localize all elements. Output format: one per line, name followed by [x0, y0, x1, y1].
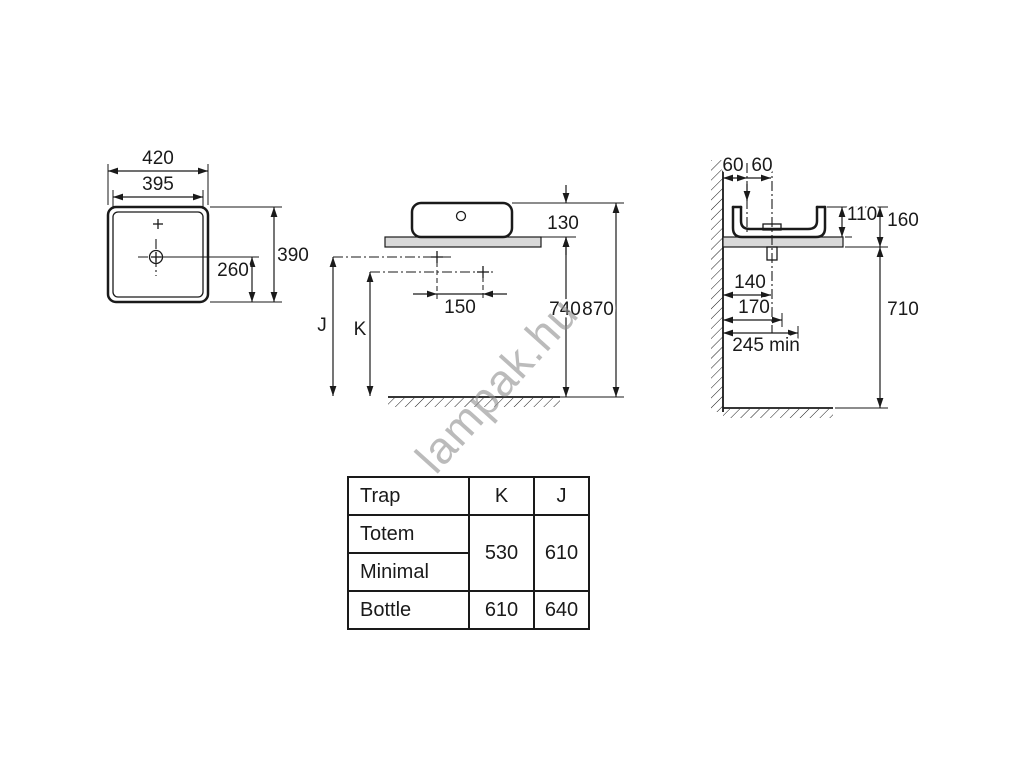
- header-k: K: [468, 476, 535, 516]
- basin-front: [410, 201, 514, 239]
- tap-hole-icon: [455, 210, 467, 222]
- basin-section: [731, 205, 827, 261]
- dim-110: 110: [838, 202, 880, 237]
- table-header-row: Trap K J: [347, 476, 590, 516]
- dim-60-right-label: 60: [751, 155, 772, 176]
- dim-60-left-label: 60: [722, 155, 743, 176]
- dim-160: 160: [876, 207, 921, 247]
- dim-170-label: 170: [738, 297, 770, 318]
- trap-point-1-icon: [431, 251, 443, 263]
- basin-plan-inner-rim: [112, 211, 204, 298]
- dim-740-label: 740: [549, 299, 581, 320]
- floor-hatch-side: [723, 409, 833, 418]
- dim-390-label: 390: [277, 245, 309, 266]
- dim-150: 150: [413, 262, 507, 321]
- dim-395-label: 395: [142, 174, 174, 195]
- front-view-drawing: 150 J K 130 740 870: [315, 185, 624, 407]
- dim-110-label: 110: [847, 204, 877, 225]
- trap-dimension-table: Trap K J Totem 530 610 Minimal Bottle 61…: [347, 476, 590, 630]
- top-view-drawing: 420 395 390 260: [106, 146, 311, 304]
- dim-J-label: J: [317, 315, 327, 336]
- table-row-minimal: Minimal: [347, 552, 589, 592]
- dim-140-label: 140: [734, 272, 766, 293]
- value-bottle-k: 610: [468, 590, 535, 630]
- floor-hatch-front: [388, 398, 560, 407]
- dim-J: J: [315, 257, 337, 396]
- dim-710-label: 710: [887, 299, 919, 320]
- table-row-bottle: Bottle 610 640: [347, 590, 590, 630]
- row-label-totem: Totem: [347, 514, 470, 554]
- dim-140: 140: [723, 270, 771, 299]
- dim-420: 420: [107, 146, 209, 205]
- header-trap: Trap: [347, 476, 470, 516]
- side-view-drawing: 60 60 110 160 710 140: [711, 153, 921, 418]
- value-totem-minimal-k: 530: [468, 514, 535, 592]
- dim-60-60: 60 60: [720, 153, 775, 182]
- dim-170: 170: [723, 295, 783, 327]
- value-bottle-j: 640: [533, 590, 590, 630]
- countertop-side: [722, 236, 844, 248]
- dim-160-label: 160: [887, 210, 919, 231]
- dim-130-label: 130: [547, 213, 579, 234]
- dim-870: 870: [580, 203, 620, 397]
- dim-245-min-label: 245 min: [732, 335, 800, 356]
- header-j: J: [533, 476, 590, 516]
- dim-150-label: 150: [444, 297, 476, 318]
- dim-260-label: 260: [217, 260, 249, 281]
- countertop-front: [384, 236, 542, 248]
- dim-870-label: 870: [582, 299, 614, 320]
- dim-245-min: 245 min: [723, 326, 802, 359]
- row-label-bottle: Bottle: [347, 590, 470, 630]
- basin-plan-outer: [106, 205, 210, 304]
- dim-710: 710: [876, 247, 921, 408]
- dim-130: 130: [545, 185, 581, 255]
- value-totem-minimal-j: 610: [533, 514, 590, 592]
- dim-K-label: K: [354, 319, 367, 340]
- dim-420-label: 420: [142, 148, 174, 169]
- row-label-minimal: Minimal: [347, 552, 470, 592]
- table-row-totem: Totem 530 610: [347, 514, 590, 592]
- dim-395: 395: [112, 172, 204, 209]
- dim-740: 740: [547, 237, 583, 397]
- dim-K: K: [351, 272, 374, 396]
- dim-390: 390: [210, 206, 311, 303]
- trap-point-2-icon: [477, 266, 489, 278]
- faucet-hole-icon: [153, 219, 163, 229]
- wall-hatch: [711, 160, 723, 412]
- dim-260: 260: [163, 256, 259, 302]
